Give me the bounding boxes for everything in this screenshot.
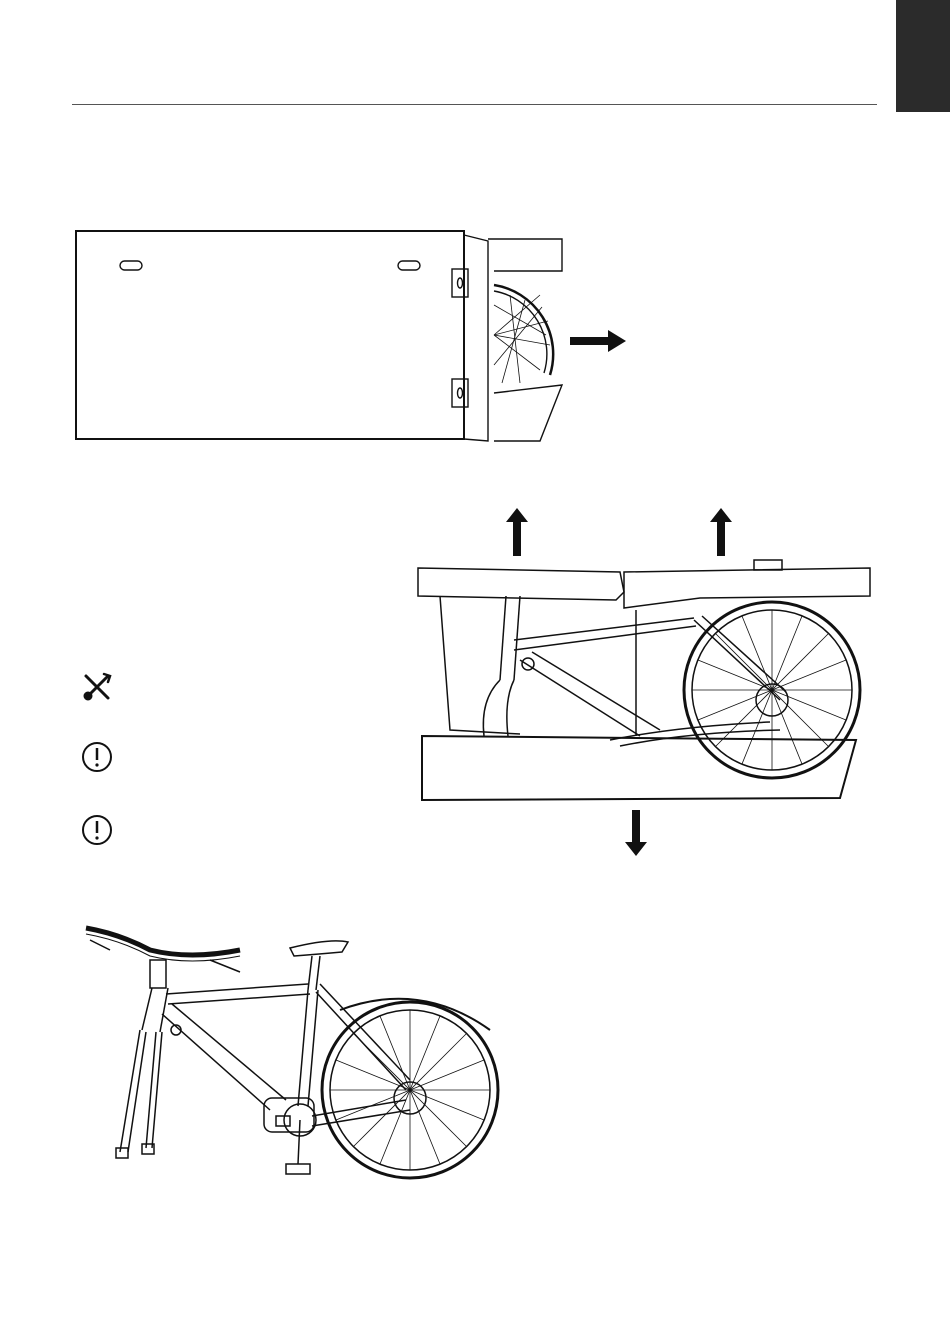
arrow-up-icon (710, 508, 732, 556)
warning-icon (80, 740, 114, 774)
figure-box-slide (70, 225, 640, 455)
warning-icon (80, 813, 114, 847)
chapter-tab (896, 0, 950, 112)
header-rule (72, 104, 877, 105)
figure-bike-unpacked (80, 920, 510, 1190)
figure-box-open (410, 500, 880, 860)
arrow-right-icon (570, 330, 626, 352)
tools-icon (80, 670, 114, 704)
arrow-up-icon (506, 508, 528, 556)
arrow-down-icon (625, 810, 647, 856)
